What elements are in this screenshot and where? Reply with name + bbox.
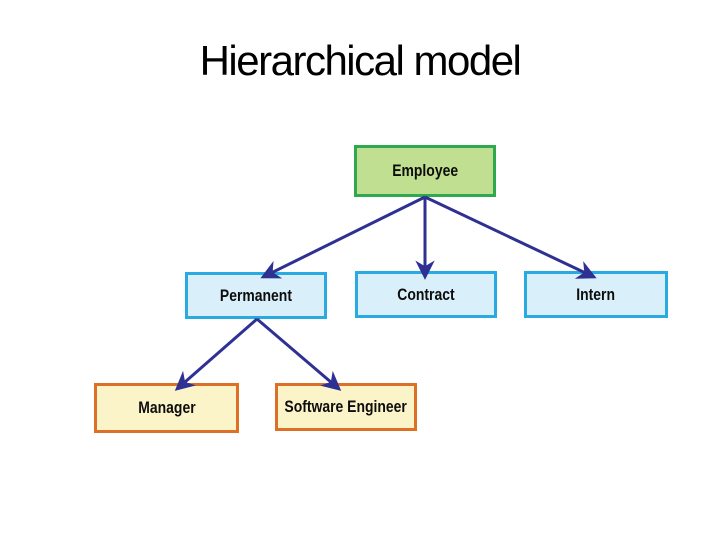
- node-label-intern: Intern: [576, 284, 616, 304]
- node-manager: Manager: [94, 383, 239, 433]
- edge-permanent-to-software-engineer: [256, 317, 342, 391]
- edge-permanent-to-manager: [174, 317, 258, 391]
- page-title: Hierarchical model: [199, 37, 522, 84]
- node-software-engineer: Software Engineer: [275, 383, 417, 431]
- node-contract: Contract: [355, 271, 497, 318]
- node-label-contract: Contract: [397, 284, 455, 304]
- node-label-manager: Manager: [137, 398, 196, 417]
- node-label-employee: Employee: [392, 161, 458, 180]
- node-permanent: Permanent: [185, 272, 327, 319]
- node-label-permanent: Permanent: [219, 285, 293, 305]
- edge-employee-to-intern: [424, 195, 597, 279]
- edge-employee-to-permanent: [260, 195, 426, 279]
- node-employee: Employee: [354, 145, 496, 197]
- node-label-software-engineer: Software Engineer: [284, 397, 408, 416]
- node-intern: Intern: [524, 271, 668, 318]
